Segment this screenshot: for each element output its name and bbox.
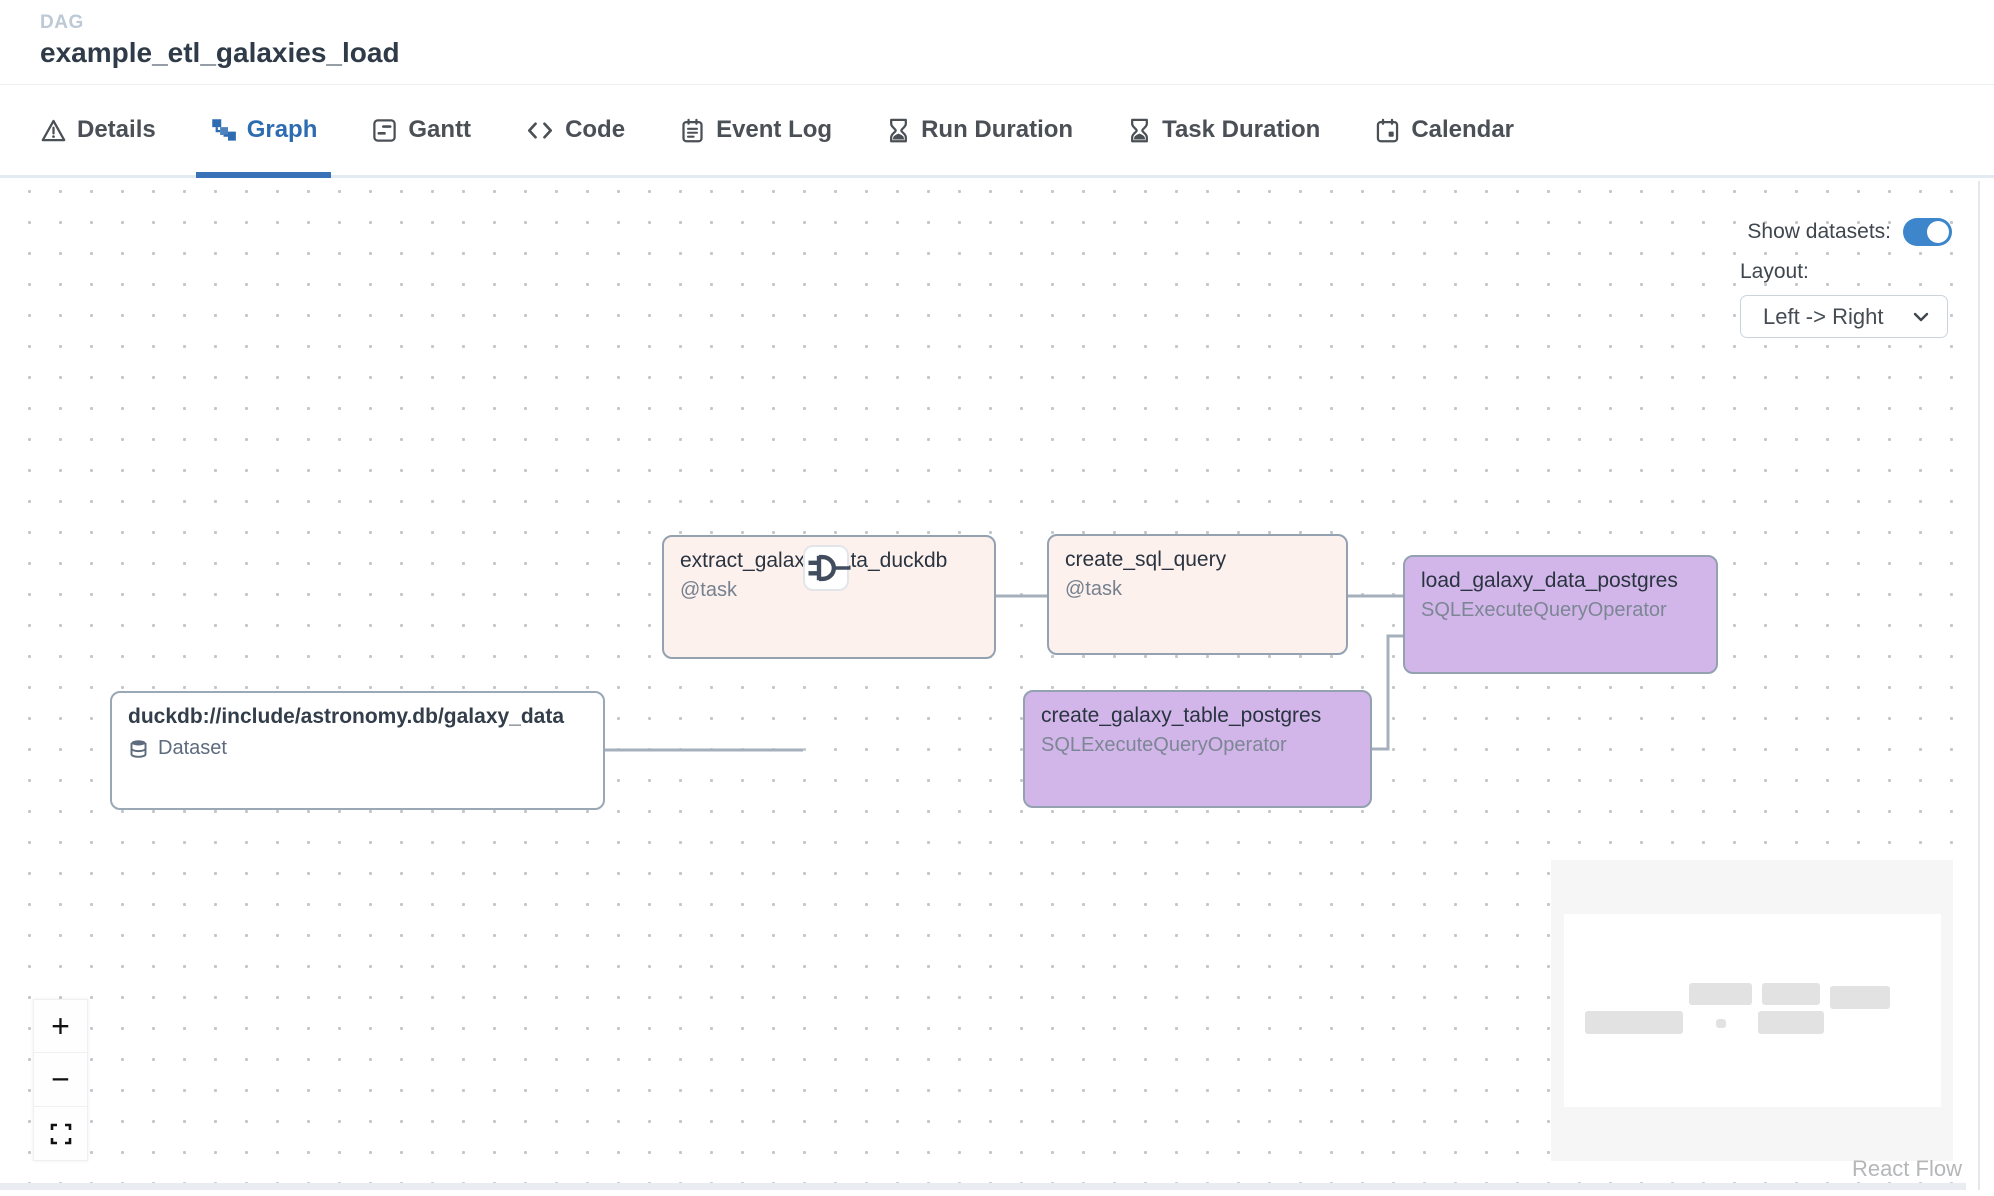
task-title: load_galaxy_data_postgres — [1421, 569, 1678, 592]
task-subtitle: @task — [680, 579, 737, 601]
task-node-create-sql-query[interactable]: create_sql_query @task — [1047, 534, 1348, 655]
graph-canvas[interactable]: extract_galaxy_data_duckdb @task create_… — [0, 181, 1980, 1190]
fit-view-icon — [49, 1122, 73, 1146]
tab-label: Graph — [246, 116, 318, 143]
warning-triangle-icon — [40, 117, 67, 144]
dataset-uri: duckdb://include/astronomy.db/galaxy_dat… — [128, 705, 565, 728]
show-datasets-label: Show datasets: — [1747, 220, 1891, 243]
dag-kicker: DAG — [40, 12, 84, 33]
layout-select[interactable]: Left -> Right — [1740, 295, 1948, 338]
page-title: example_etl_galaxies_load — [40, 37, 400, 68]
tab-graph[interactable]: Graph — [195, 85, 332, 178]
tab-label: Details — [77, 116, 156, 143]
tab-details[interactable]: Details — [38, 85, 158, 175]
tab-bar: Details Graph Gantt — [0, 84, 1994, 178]
minimap-node-gate — [1716, 1019, 1726, 1028]
minimap-viewport — [1564, 914, 1941, 1107]
tab-task-duration[interactable]: Task Duration — [1125, 85, 1322, 175]
plus-icon: + — [51, 1007, 70, 1044]
canvas-bottom-edge — [0, 1183, 1966, 1190]
task-subtitle: SQLExecuteQueryOperator — [1421, 599, 1667, 621]
task-title: create_sql_query — [1065, 548, 1227, 571]
layout-label: Layout: — [1740, 260, 1809, 283]
tab-label: Calendar — [1411, 116, 1515, 143]
dataset-gate-node[interactable] — [803, 545, 851, 591]
gantt-icon — [371, 117, 398, 144]
calendar-icon — [1374, 117, 1401, 144]
page-header: DAG example_etl_galaxies_load — [0, 0, 1994, 84]
minimap-node-load — [1830, 986, 1890, 1009]
tab-label: Gantt — [408, 116, 472, 143]
tab-label: Run Duration — [921, 116, 1074, 143]
chevron-down-icon — [1911, 307, 1931, 327]
react-flow-attribution: React Flow — [1851, 1156, 1962, 1181]
zoom-controls: + − — [33, 999, 88, 1161]
minimap[interactable] — [1551, 860, 1953, 1161]
minimap-node-extract — [1689, 983, 1752, 1005]
zoom-in-button[interactable]: + — [33, 999, 88, 1053]
database-icon — [128, 738, 149, 759]
tab-label: Task Duration — [1162, 116, 1321, 143]
hourglass-icon — [1127, 117, 1152, 144]
hourglass-icon — [886, 117, 911, 144]
edge-layer — [605, 594, 1403, 752]
task-title: create_galaxy_table_postgres — [1041, 704, 1322, 727]
task-subtitle: @task — [1065, 578, 1122, 600]
minimap-node-dataset — [1585, 1011, 1683, 1034]
tab-event-log[interactable]: Event Log — [677, 85, 834, 175]
task-node-create-galaxy-table-postgres[interactable]: create_galaxy_table_postgres SQLExecuteQ… — [1023, 690, 1372, 808]
minus-icon: − — [51, 1061, 70, 1097]
logic-gate-icon — [805, 547, 851, 589]
flow-controls-panel: Show datasets: Layout: Left -> Right — [1740, 215, 1952, 338]
task-node-load-galaxy-data-postgres[interactable]: load_galaxy_data_postgres SQLExecuteQuer… — [1403, 555, 1718, 674]
minimap-node-create-table — [1758, 1011, 1824, 1034]
tab-label: Code — [565, 116, 626, 143]
event-log-icon — [679, 117, 706, 144]
toggle-knob — [1927, 221, 1949, 243]
tab-calendar[interactable]: Calendar — [1372, 85, 1516, 175]
task-subtitle: SQLExecuteQueryOperator — [1041, 734, 1287, 756]
show-datasets-toggle[interactable] — [1903, 218, 1952, 246]
tab-label: Event Log — [716, 116, 833, 143]
code-icon — [525, 117, 555, 144]
dataset-node-galaxy-data[interactable]: duckdb://include/astronomy.db/galaxy_dat… — [110, 691, 605, 810]
zoom-out-button[interactable]: − — [33, 1053, 88, 1107]
dataset-type-label: Dataset — [158, 737, 227, 759]
tab-code[interactable]: Code — [523, 85, 627, 175]
tab-gantt[interactable]: Gantt — [369, 85, 473, 175]
edge-create-table-to-load — [1372, 634, 1403, 751]
graph-icon — [210, 117, 237, 144]
tab-run-duration[interactable]: Run Duration — [884, 85, 1075, 175]
minimap-node-create-sql — [1762, 983, 1820, 1005]
fit-view-button[interactable] — [33, 1107, 88, 1161]
layout-select-value: Left -> Right — [1763, 303, 1884, 329]
